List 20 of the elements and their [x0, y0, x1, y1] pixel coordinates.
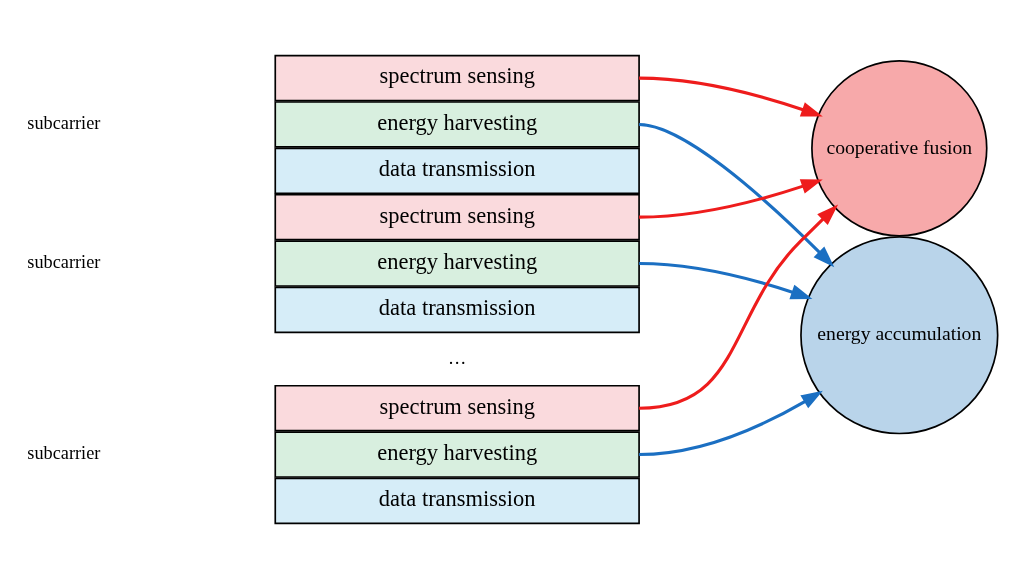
node-box: spectrum sensing [274, 384, 640, 432]
label: subcarrier [27, 252, 101, 273]
label: subcarrier [27, 443, 101, 464]
node-box: energy harvesting [274, 101, 640, 148]
label: subcarrier [27, 113, 101, 134]
node-box: energy harvesting [274, 240, 640, 287]
node-box: data transmission [274, 477, 640, 525]
node-box: energy harvesting [274, 431, 640, 478]
arrow [639, 76, 823, 117]
node-circle: cooperative fusion [811, 60, 988, 237]
arrow [639, 390, 823, 457]
arrow [638, 204, 839, 410]
node-box: spectrum sensing [274, 193, 640, 241]
arrow [639, 261, 813, 300]
arrow [639, 179, 823, 219]
arrow [638, 122, 835, 268]
label: … [448, 347, 467, 368]
node-box: data transmission [274, 286, 640, 334]
node-box: spectrum sensing [274, 54, 640, 102]
node-box: data transmission [274, 147, 640, 195]
